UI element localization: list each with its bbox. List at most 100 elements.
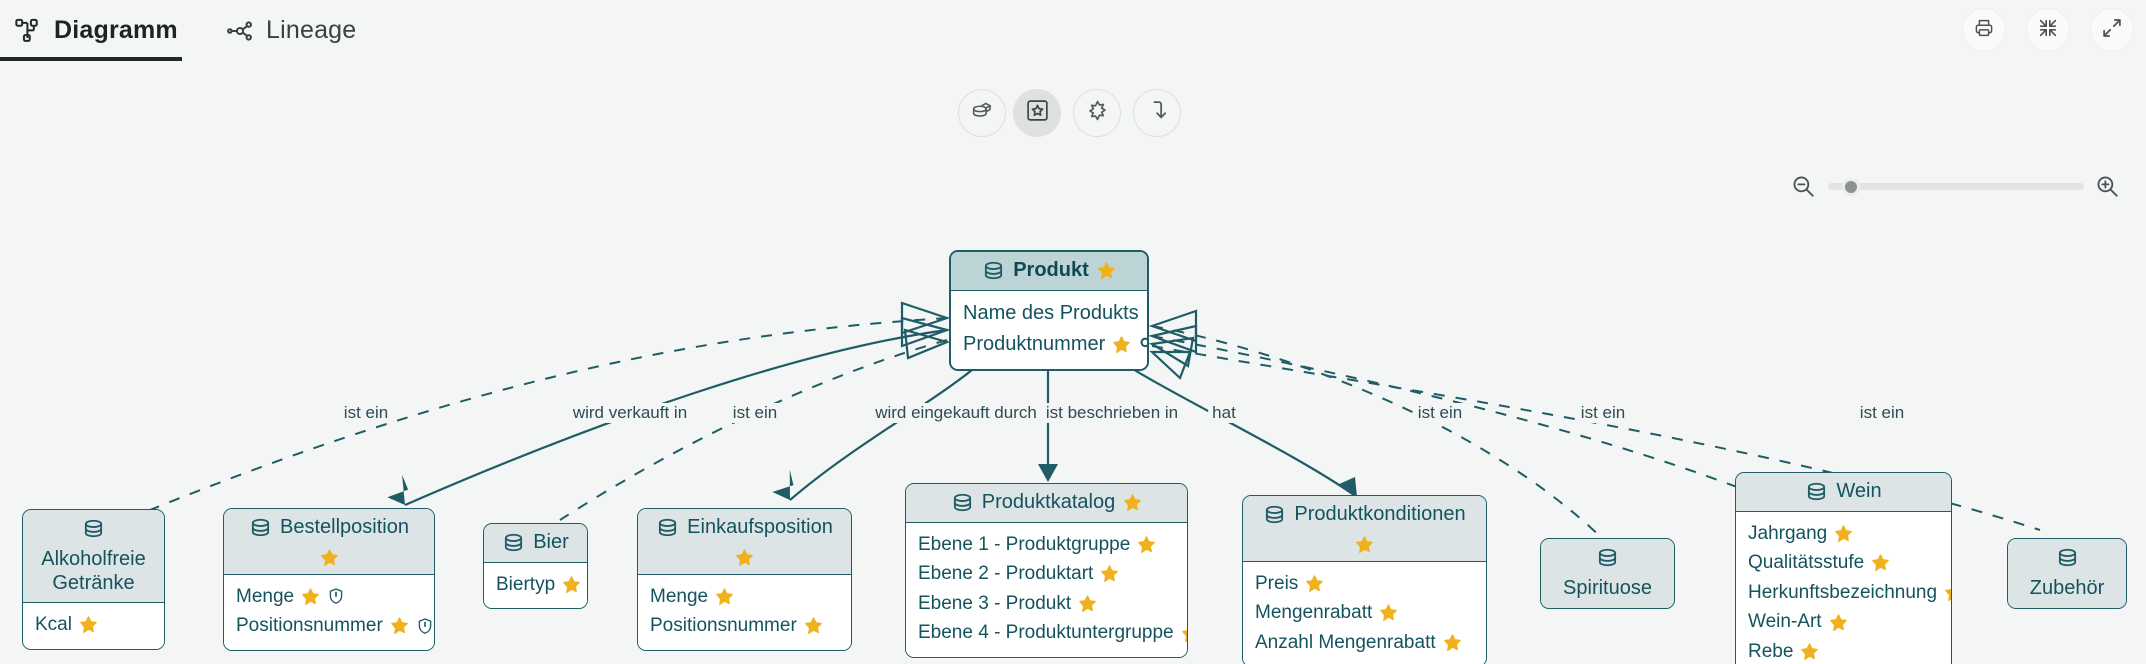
node-attribute-row[interactable]: Menge — [650, 582, 839, 612]
asterisk-button[interactable] — [1073, 89, 1121, 137]
edge-label-ist-ein-alkoholfreie: ist ein — [339, 403, 393, 423]
node-attribute-row[interactable]: Anzahl Mengenrabatt — [1255, 628, 1474, 658]
zoom-in-icon[interactable] — [2094, 173, 2120, 199]
tab-diagram[interactable]: Diagramm — [0, 0, 182, 61]
attribute-label: Kcal — [35, 614, 72, 636]
database-stack-button[interactable] — [958, 89, 1006, 137]
database-stack-icon — [970, 98, 995, 128]
node-attribute-row[interactable]: Biertyp — [496, 570, 580, 600]
node-attribute-row[interactable]: Positionsnummer — [236, 611, 432, 641]
zoom-slider-track[interactable] — [1828, 183, 2084, 190]
expand-button[interactable] — [2090, 8, 2134, 52]
attribute-label: Ebene 2 - Produktart — [918, 563, 1094, 585]
database-icon — [953, 494, 971, 512]
attribute-label: Positionsnummer — [650, 615, 797, 637]
attribute-label: Ebene 3 - Produkt — [918, 592, 1072, 614]
node-attribute-row[interactable]: Ebene 3 - Produkt — [918, 589, 1175, 619]
node-attribute-list: Biertyp — [484, 562, 587, 609]
node-attribute-row[interactable]: Rebe — [1748, 637, 1939, 664]
star-icon — [736, 548, 753, 566]
database-icon — [659, 519, 677, 537]
top-tab-bar: Diagramm Lineage — [0, 0, 2146, 62]
entity-node-spirituose: Spirituose — [1540, 538, 1675, 609]
tab-lineage[interactable]: Lineage — [212, 0, 357, 61]
node-attribute-row[interactable]: Ebene 4 - Produktuntergruppe — [918, 618, 1187, 648]
tab-diagram-label: Diagramm — [54, 16, 178, 44]
star-icon — [1079, 595, 1096, 612]
star-icon — [804, 617, 822, 635]
node-attribute-row[interactable]: Qualitätsstufe — [1748, 548, 1939, 578]
star-box-icon — [1025, 98, 1050, 128]
node-header: Spirituose — [1541, 539, 1674, 608]
zoom-slider-handle[interactable] — [1842, 178, 1861, 196]
star-icon — [1146, 310, 1147, 312]
attribute-label: Wein-Art — [1748, 611, 1822, 633]
star-icon — [716, 588, 733, 605]
node-attribute-row[interactable]: Preis — [1255, 569, 1474, 599]
node-title: Produktkonditionen — [1294, 503, 1466, 525]
node-title: Produkt — [1013, 259, 1089, 281]
star-icon — [1124, 494, 1142, 512]
attribute-label: Herkunftsbezeichnung — [1748, 581, 1938, 603]
attribute-label: Qualitätsstufe — [1748, 552, 1865, 574]
node-attribute-row[interactable]: Ebene 2 - Produktart — [918, 559, 1175, 589]
node-attribute-row[interactable]: Ebene 1 - Produktgruppe — [918, 530, 1175, 560]
node-attribute-row[interactable]: Jahrgang — [1748, 519, 1939, 549]
edge-label-hat: hat — [1208, 403, 1240, 423]
node-title: Zubehör — [2029, 577, 2105, 599]
node-header: Produktkonditionen — [1243, 496, 1486, 562]
node-attribute-row[interactable]: Positionsnummer — [650, 611, 839, 641]
star-icon — [1872, 554, 1889, 572]
attribute-label: Menge — [650, 585, 709, 607]
collapse-button[interactable] — [2026, 8, 2070, 52]
node-header: Einkaufsposition — [638, 509, 851, 575]
node-attribute-row[interactable]: Mengenrabatt — [1255, 598, 1474, 628]
node-title: Spirituose — [1563, 577, 1652, 599]
edge-label-wird-verkauft-in: wird verkauft in — [568, 403, 692, 423]
collapse-arrows-icon — [2037, 17, 2059, 44]
edge-label-ist-ein-zubehoer: ist ein — [1855, 403, 1909, 423]
hierarchy-icon — [14, 17, 42, 45]
star-box-button[interactable] — [1013, 89, 1061, 137]
node-header: Bier — [484, 524, 587, 563]
node-title: Bestellposition — [280, 516, 409, 538]
star-icon — [1306, 575, 1324, 592]
edge-label-ist-ein-wein: ist ein — [1576, 403, 1630, 423]
attribute-label: Rebe — [1748, 640, 1794, 662]
node-header: Alkoholfreie Getränke — [23, 510, 164, 604]
database-icon — [1598, 548, 1617, 567]
star-icon — [1443, 634, 1461, 651]
star-icon — [1113, 335, 1131, 353]
shield-icon — [418, 618, 432, 634]
attribute-label: Name des Produkts — [963, 301, 1139, 324]
node-attribute-row[interactable]: Name des Produkts — [963, 298, 1147, 329]
attribute-label: Anzahl Mengenrabatt — [1255, 631, 1436, 653]
database-icon — [2058, 548, 2076, 567]
node-attribute-row[interactable]: Kcal — [35, 610, 152, 640]
expand-arrows-icon — [2101, 17, 2123, 44]
node-header: Wein — [1736, 473, 1951, 512]
attribute-label: Produktnummer — [963, 332, 1106, 355]
node-attribute-row[interactable]: Wein-Art — [1748, 607, 1939, 637]
database-icon — [505, 534, 523, 552]
node-attribute-row[interactable]: Menge — [236, 582, 422, 612]
arrow-down-turn-icon — [1145, 98, 1170, 128]
node-attribute-row[interactable]: Herkunftsbezeichnung — [1748, 578, 1951, 608]
print-button[interactable] — [1962, 8, 2006, 52]
star-icon — [320, 548, 338, 566]
edge-label-ist-beschrieben-in: ist beschrieben in — [1041, 403, 1183, 423]
arrow-down-turn-button[interactable] — [1133, 89, 1181, 137]
star-icon — [80, 616, 97, 634]
database-icon — [84, 519, 103, 538]
node-attribute-row[interactable]: Produktnummer — [963, 329, 1147, 360]
zoom-out-icon[interactable] — [1790, 173, 1816, 199]
star-icon — [1829, 613, 1847, 631]
